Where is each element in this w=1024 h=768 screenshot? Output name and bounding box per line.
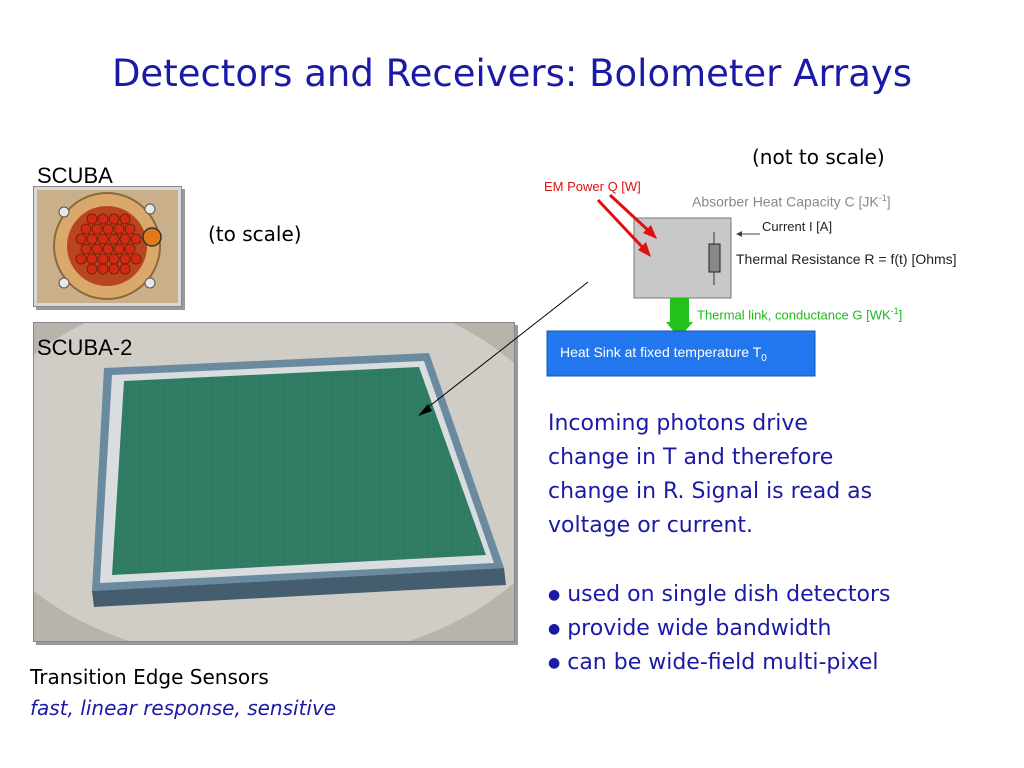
current-arrow-head xyxy=(736,231,742,237)
bullet-dot-icon: ● xyxy=(548,587,561,603)
bullet-text: used on single dish detectors xyxy=(567,582,891,607)
caption-tes: Transition Edge Sensors xyxy=(30,665,269,689)
heat-sink-sub: 0 xyxy=(761,352,767,364)
em-arrow-2-head xyxy=(643,225,657,239)
scuba2-photo xyxy=(0,283,569,663)
pointer-arrow-line xyxy=(421,281,589,413)
paragraph-line: voltage or current. xyxy=(548,513,754,538)
pointer-arrow-head xyxy=(418,404,432,416)
em-arrow-2 xyxy=(608,193,652,234)
absorber-label-end: ] xyxy=(886,193,891,210)
heat-sink-text: Heat Sink at fixed temperature T xyxy=(560,344,762,360)
bullet-dot-icon: ● xyxy=(548,621,561,637)
thermal-link-label: Thermal link, conductance G [WK-1] xyxy=(697,306,902,322)
bullet-list: ● used on single dish detectors ● provid… xyxy=(548,578,890,680)
resistance-label: Thermal Resistance R = f(t) [Ohms] xyxy=(736,251,957,267)
absorber-label-sup: -1 xyxy=(878,193,887,203)
absorber-label: Absorber Heat Capacity C [JK-1] xyxy=(692,193,891,210)
paragraph-line: change in R. Signal is read as xyxy=(548,479,873,504)
caption-properties: fast, linear response, sensitive xyxy=(30,696,337,720)
absorber-label-text: Absorber Heat Capacity C [JK xyxy=(692,193,879,210)
thermal-link-arrow xyxy=(666,322,693,338)
paragraph-line: change in T and therefore xyxy=(548,445,834,470)
em-arrow-1 xyxy=(596,198,647,252)
scuba-photo xyxy=(33,186,182,307)
thermal-link-bar xyxy=(670,298,689,324)
paragraph-line: Incoming photons drive xyxy=(548,411,808,436)
resistor-symbol xyxy=(708,243,721,273)
scuba-photo-image xyxy=(37,190,178,303)
heat-sink-block xyxy=(546,330,816,377)
em-power-label: EM Power Q [W] xyxy=(544,179,641,194)
scuba-scale-note: (to scale) xyxy=(208,222,302,246)
bullet-item: ● used on single dish detectors xyxy=(548,578,890,612)
current-label: Current I [A] xyxy=(762,219,833,234)
diagram-scale-note: (not to scale) xyxy=(752,145,885,169)
heat-sink-label: Heat Sink at fixed temperature T0 xyxy=(560,344,767,364)
bullet-item: ● provide wide bandwidth xyxy=(548,612,890,646)
bullet-text: can be wide-field multi-pixel xyxy=(567,650,879,675)
explanation-paragraph: Incoming photons drive change in T and t… xyxy=(548,407,872,543)
slide-title: Detectors and Receivers: Bolometer Array… xyxy=(111,52,913,95)
scuba-label: SCUBA xyxy=(37,163,113,188)
em-arrow-1-head xyxy=(638,242,651,257)
bullet-text: provide wide bandwidth xyxy=(567,616,832,641)
thermal-link-text: Thermal link, conductance G [WK xyxy=(697,307,891,323)
bullet-item: ● can be wide-field multi-pixel xyxy=(548,646,890,680)
scuba2-label: SCUBA-2 xyxy=(37,335,133,360)
thermal-link-sup: -1 xyxy=(890,306,899,316)
thermal-link-end: ] xyxy=(898,307,903,323)
scuba2-photo-image xyxy=(0,283,569,663)
bullet-dot-icon: ● xyxy=(548,655,561,671)
